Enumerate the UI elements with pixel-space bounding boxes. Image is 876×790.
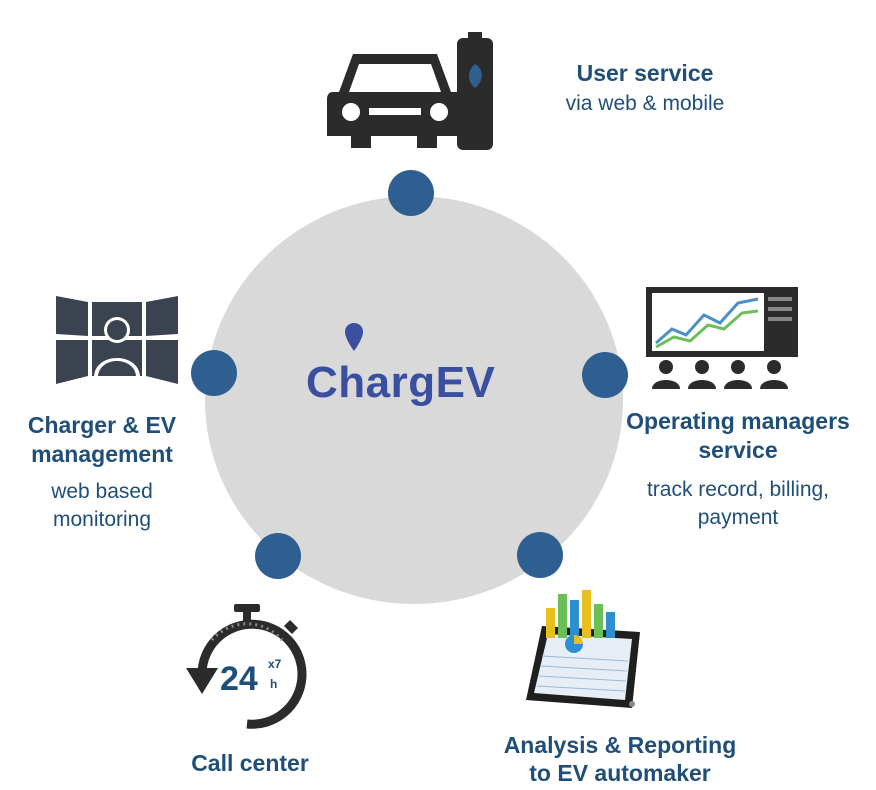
operating-icon-box [642,283,802,393]
car-charger-icon [327,32,493,150]
logo-rest: hargEV [338,358,496,407]
operating-subtitle-line1: track record, billing, [646,478,830,501]
presentation-chart-icon [646,287,798,389]
node-analysis [517,532,563,578]
badge-24: 24 [220,660,258,698]
callcenter-icon-box: 24 x7 h [172,598,322,736]
management-title-line2: management [31,441,173,467]
management-subtitle-line2: monitoring [52,508,152,531]
node-management [191,350,237,396]
callcenter-title: Call center [191,750,309,776]
badge-x7: x7 [268,657,282,671]
operating-title-line2: service [698,437,778,463]
tablet-chart-icon [526,590,640,708]
stopwatch-24-7-icon: 24 x7 h [186,604,307,729]
user-service-title: User service [576,60,714,86]
location-pin-icon [345,323,363,351]
user-service-icon-box [305,8,515,170]
chargev-logo: ChargEV [306,322,536,412]
logo-text: ChargEV [306,358,495,408]
management-subtitle-line1: web based [51,480,153,503]
logo-c: C [306,358,339,407]
operating-subtitle-line2: payment [697,506,779,529]
analysis-icon-box [512,586,660,716]
node-callcenter [255,533,301,579]
node-operating [582,352,628,398]
analysis-title-line1: Analysis & Reporting [503,732,737,758]
operating-title-line1: Operating managers [626,408,850,434]
monitoring-screens-icon [56,296,178,384]
user-service-subtitle: via web & mobile [565,92,725,115]
management-icon-box [52,290,182,390]
node-user [388,170,434,216]
badge-h: h [270,677,277,691]
analysis-title-line2: to EV automaker [529,760,711,786]
management-title-line1: Charger & EV [27,412,177,438]
